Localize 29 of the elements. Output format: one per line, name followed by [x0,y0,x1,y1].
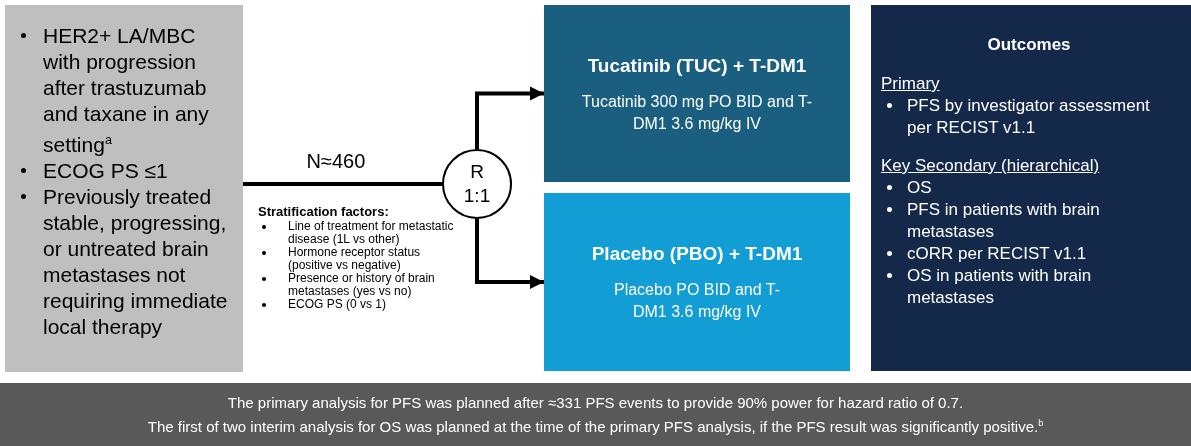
treatment-arm-box [544,5,850,182]
treatment-arm-box [544,193,850,371]
bullet-text: Previously treated stable, progressing, or untreated brain metastases not requiring immediate local therapy [43,184,229,340]
footnote-text: The first of two interim analysis for OS was planned at the time of the primary PFS analysis, if the PFS result was significantly positive.$^{b}$ [146,417,1045,437]
arrow [475,86,544,149]
section-heading: Key Secondary (hierarchical) [881,155,1101,177]
arrow [475,219,544,289]
outcomes-panel [871,5,1191,371]
bullet-text: Presence or history of brain metastases (yes vs no) [288,272,436,298]
arm-regimen: Tucatinib 300 mg PO BID and T-DM1 3.6 mg/kg IV [580,92,814,134]
footnote-text: The primary analysis for PFS was planned after ≈331 PFS events to provide 90% power for hazard ratio of 0.7. [226,393,965,413]
section-heading: Primary [881,73,941,95]
bullet-text: HER2+ LA/MBC with progression after trastuzumab and taxane in any setting$^{a}$ [43,23,210,158]
bullet-text: cORR per RECIST v1.1 [907,243,1088,265]
section-heading: Stratification factors: [258,205,390,218]
arm-title: Placebo (PBO) + T-DM1 [590,243,804,265]
bullet-text: PFS by investigator assessment per RECIST v1.1 [907,95,1151,139]
eligibility-panel [5,5,243,372]
arm-regimen: Placebo PO BID and T-DM1 3.6 mg/kg IV [613,280,781,322]
bullet-text: ECOG PS ≤1 [43,158,169,184]
arm-title: Tucatinib (TUC) + T-DM1 [586,55,808,77]
bullet-text: ECOG PS (0 vs 1) [288,298,388,311]
bullet-text: Line of treatment for metastatic disease (1L vs other) [288,220,455,246]
bullet-text: OS in patients with brain metastases [907,265,1093,309]
panel-title: Outcomes [986,35,1072,55]
footnote-band [0,383,1191,446]
randomization-label: R 1:1 [462,160,492,208]
bullet-text: Hormone receptor status (positive vs negative) [288,246,422,272]
bullet-text: OS [907,177,933,199]
